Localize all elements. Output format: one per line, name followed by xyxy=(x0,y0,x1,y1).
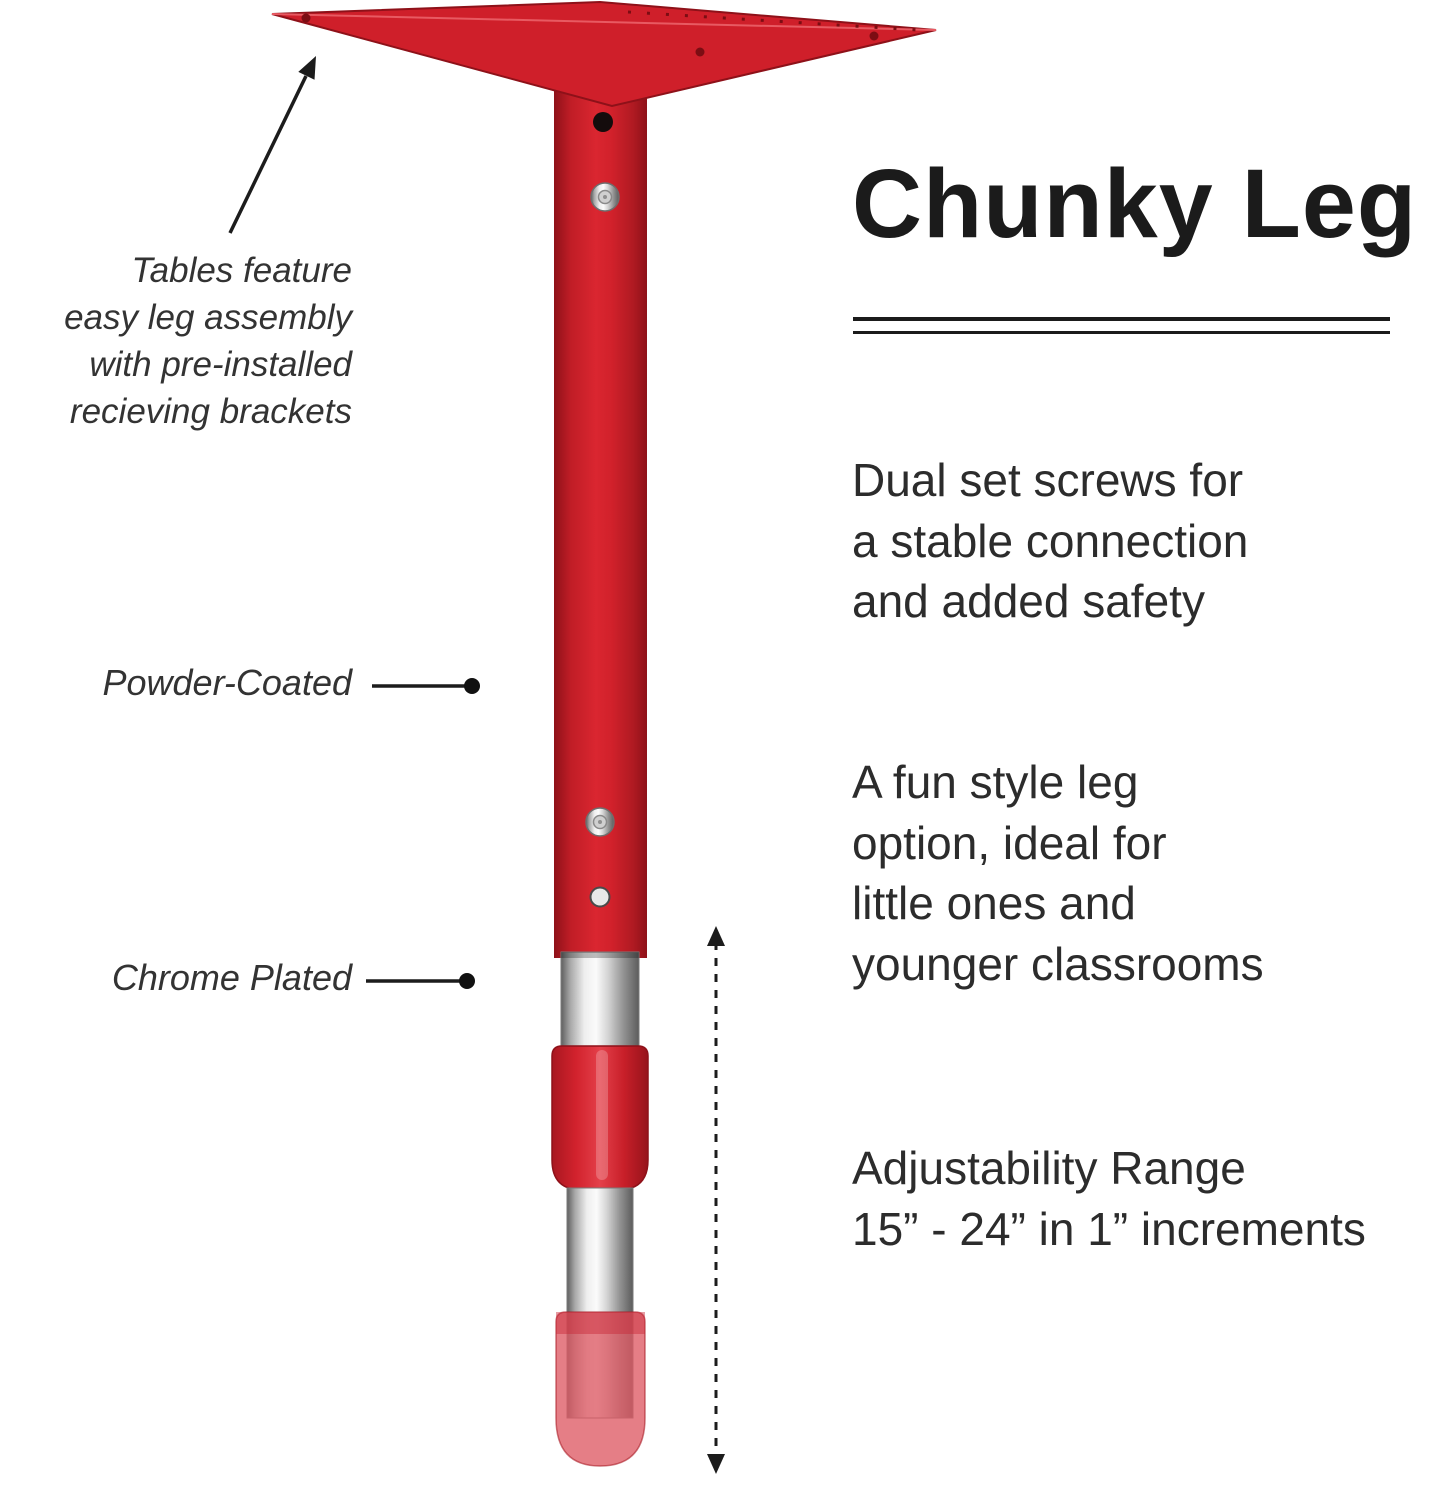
powder-coated-label: Powder-Coated xyxy=(102,662,353,703)
assembly-note: Tables feature easy leg assembly with pr… xyxy=(64,251,352,431)
mounting-plate xyxy=(271,0,937,108)
chrome-section-upper xyxy=(560,951,640,1061)
foot-cap xyxy=(555,1311,646,1467)
feature-dual-set-screws: Dual set screws for a stable connection … xyxy=(852,454,1249,628)
bracket-hole xyxy=(593,112,613,132)
feature-adjustability-range: Adjustability Range 15” - 24” in 1” incr… xyxy=(852,1142,1366,1255)
feature-fun-style: A fun style leg option, ideal for little… xyxy=(852,756,1264,991)
plate-hole xyxy=(869,31,879,41)
chrome-plated-label: Chrome Plated xyxy=(111,957,352,998)
adjustment-collar xyxy=(551,1045,649,1191)
page-title: Chunky Leg xyxy=(852,149,1418,258)
chrome-pointer-line xyxy=(366,973,475,989)
callout-arrow xyxy=(228,56,316,234)
title-underline-top xyxy=(853,317,1390,321)
powder-pointer-line xyxy=(372,678,480,694)
set-screw-top xyxy=(590,182,620,212)
title-underline-bottom xyxy=(853,331,1390,334)
plate-hole xyxy=(695,47,705,57)
adjustment-hole xyxy=(589,886,611,908)
plate-hole xyxy=(301,13,311,23)
set-screw-middle xyxy=(585,807,615,837)
adjustability-arrow xyxy=(707,926,725,1474)
